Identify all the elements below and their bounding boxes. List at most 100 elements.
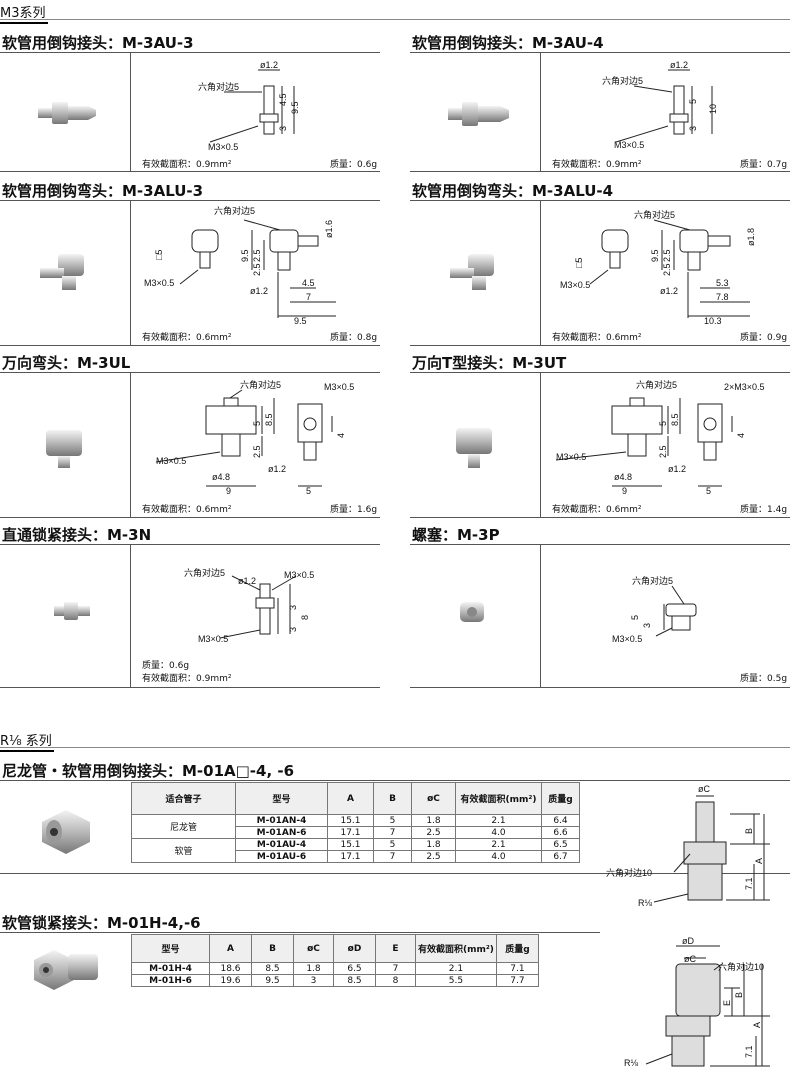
table-header-cell: 型号 (131, 934, 210, 963)
product-title: 螺塞：M-3P (412, 526, 500, 544)
dimension-label: 六角对边10 (606, 867, 652, 878)
dimension-label: 5 (234, 82, 239, 92)
dimension-drawing-m3alu4: □5 M3×0.5 六角对边5 ø1.8 9.5 2.5 2.5 ø1.2 5.… (560, 209, 756, 326)
dimension-label: 2.5 (252, 249, 262, 262)
dimension-label: 2.5 (252, 445, 262, 458)
table-cell: 2.1 (455, 838, 542, 851)
fitting-photo (450, 254, 494, 290)
table-cell: 5.5 (415, 974, 497, 987)
dimension-label: 9 (622, 486, 627, 496)
table-header-cell: 有效截面积(mm²) (455, 782, 542, 815)
product-title: 软管用倒钩弯头：M-3ALU-3 (2, 182, 204, 200)
dimension-label: 5 (306, 486, 311, 496)
dimension-label: B (744, 828, 754, 834)
table-cell: 7.7 (495, 974, 539, 987)
table-cell: M-01AU-4 (235, 838, 328, 851)
table-cell: 6.4 (541, 814, 580, 827)
mass: 质量：0.8g (330, 333, 378, 343)
dimension-drawing-m01h: øD øC 六角对边10 E B A 7.1 R⅛ (624, 936, 770, 1068)
dimension-label: M3×0.5 (208, 142, 238, 152)
effective-area: 有效截面积：0.6mm² (552, 333, 642, 343)
table-header-cell: øD (333, 934, 376, 963)
dimension-label: øC (698, 784, 710, 794)
table-header-cell: A (327, 782, 374, 815)
dimension-label: M3×0.5 (156, 456, 186, 466)
dimension-label: 2.5 (252, 263, 262, 276)
product-panel-m3ut (410, 372, 790, 518)
dimension-label: 六角对边10 (718, 961, 764, 972)
dimension-label: ø1.2 (260, 60, 278, 70)
dimension-drawing-m01a: øC B A 7.1 六角对边10 R⅛ (606, 784, 770, 908)
table-cell: 尼龙管 (131, 814, 236, 839)
table-cell: 18.6 (209, 962, 252, 975)
dimension-label: 9.5 (240, 249, 250, 262)
table-cell: 1.8 (411, 838, 456, 851)
table-cell: 2.5 (411, 826, 456, 839)
dimension-label: 2.5 (662, 249, 672, 262)
dimension-label: 3 (278, 126, 288, 131)
dimension-label: M3×0.5 (556, 452, 586, 462)
dimension-label: 9.5 (294, 316, 307, 326)
dimension-label: ø1.2 (668, 464, 686, 474)
table-cell: 5 (373, 814, 412, 827)
dimension-label: øC (684, 954, 696, 964)
dimension-label: 9 (226, 486, 231, 496)
table-cell: 8 (375, 974, 416, 987)
table-cell: 15.1 (327, 838, 374, 851)
effective-area: 有效截面积：0.9mm² (142, 674, 232, 684)
dimension-label: 8.5 (264, 413, 274, 426)
table-cell: 9.5 (251, 974, 294, 987)
product-title: 万向T型接头：M-3UT (412, 354, 567, 372)
table-cell: 7 (373, 850, 412, 863)
table-cell: 8.5 (251, 962, 294, 975)
product-panel-m3p (410, 544, 790, 688)
dimension-label: 5 (658, 421, 668, 426)
product-title: 直通锁紧接头：M-3N (2, 526, 152, 544)
table-header-cell: 型号 (235, 782, 328, 815)
product-title: 软管锁紧接头：M-01H-4,-6 (2, 914, 201, 932)
mass: 质量：0.9g (740, 333, 788, 343)
dimension-label: M3×0.5 (284, 570, 314, 580)
dimension-label: 六角对边 (198, 81, 234, 92)
dimension-label: ø1.6 (324, 220, 334, 238)
table-cell: M-01H-6 (131, 974, 210, 987)
table-cell: M-01AN-4 (235, 814, 328, 827)
section-divider (0, 747, 790, 748)
dimension-label: 8.5 (670, 413, 680, 426)
dimension-label: 4.5 (302, 278, 315, 288)
m3-section-label: M3系列 (0, 2, 48, 24)
dimension-label: 9.5 (650, 249, 660, 262)
dimension-label: 5 (276, 380, 281, 390)
mass: 质量：1.6g (330, 505, 378, 515)
dimension-label: 2.5 (662, 263, 672, 276)
table-cell: 17.1 (327, 826, 374, 839)
table-cell: 6.7 (541, 850, 580, 863)
dimension-label: M3×0.5 (198, 634, 228, 644)
dimension-label: 5 (630, 615, 640, 620)
dimension-label: øD (682, 936, 694, 946)
dimension-label: 5 (638, 76, 643, 86)
table-header-cell: 质量g (541, 782, 580, 815)
table-header-cell: 适合管子 (131, 782, 236, 815)
product-title: 软管用倒钩接头：M-3AU-3 (2, 34, 194, 52)
dimension-label: 5 (668, 576, 673, 586)
table-cell: M-01AU-6 (235, 850, 328, 863)
table-cell: 2.5 (411, 850, 456, 863)
table-header-cell: B (251, 934, 294, 963)
fitting-photo (40, 254, 84, 290)
table-header-cell: A (209, 934, 252, 963)
dimension-label: 六角对边 (184, 567, 220, 578)
table-cell: 4.0 (455, 826, 542, 839)
dimension-label: 六角对边5 (214, 205, 255, 216)
table-cell: 5 (373, 838, 412, 851)
table-cell: 6.6 (541, 826, 580, 839)
dimension-label: M3×0.5 (614, 140, 644, 150)
table-cell: 8.5 (333, 974, 376, 987)
dimension-label: 4 (336, 433, 346, 438)
